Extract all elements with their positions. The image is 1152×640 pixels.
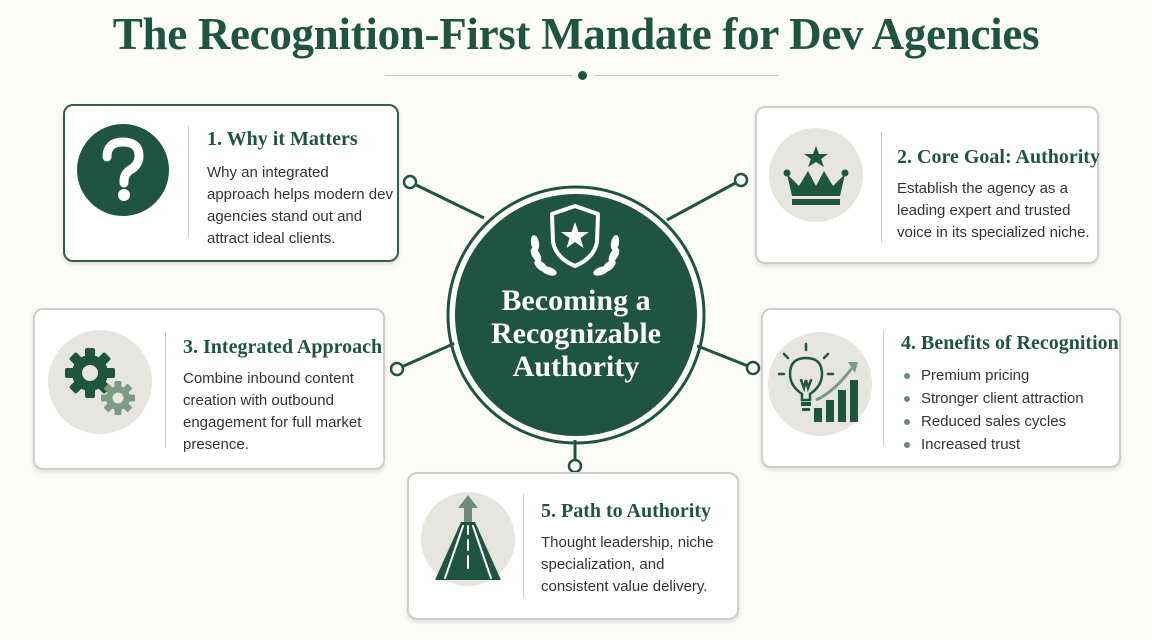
benefits-list: Premium pricing Stronger client attracti… — [901, 364, 1111, 456]
card-title-integrated: 3. Integrated Approach — [183, 336, 383, 358]
title-divider-dot — [578, 71, 587, 80]
connector-node-benefits — [745, 360, 761, 376]
benefit-item: Reduced sales cycles — [901, 410, 1111, 433]
connector-node-integrated — [389, 361, 405, 377]
card-divider — [883, 330, 884, 446]
title-divider-right — [594, 75, 779, 76]
card-integrated-approach: 3. Integrated Approach Combine inbound c… — [33, 308, 385, 470]
card-body-core: Establish the agency as a leading expert… — [897, 180, 1090, 241]
connector-node-core — [733, 172, 749, 188]
shield-star-laurel-icon — [530, 204, 620, 276]
benefit-item: Stronger client attraction — [901, 387, 1111, 410]
benefit-item: Premium pricing — [901, 364, 1111, 387]
card-divider — [188, 126, 189, 238]
hub-ring — [446, 185, 706, 445]
card-title-why: 1. Why it Matters — [207, 128, 358, 150]
card-benefits: 4. Benefits of Recognition Premium prici… — [761, 308, 1121, 468]
card-body-path: Thought leadership, niche specialization… — [541, 534, 714, 595]
hub-label: Becoming a Recognizable Authority — [491, 284, 661, 383]
crown-icon — [769, 128, 863, 222]
card-divider — [165, 332, 166, 448]
question-mark-icon — [77, 124, 169, 216]
card-divider — [523, 494, 524, 598]
lightbulb-growth-icon — [768, 332, 872, 436]
connector-node-why — [402, 174, 418, 190]
card-title-benefits: 4. Benefits of Recognition — [901, 332, 1119, 354]
card-path-to-authority: 5. Path to Authority Thought leadership,… — [407, 472, 739, 620]
card-divider — [881, 132, 882, 242]
card-body-integrated: Combine inbound content creation with ou… — [183, 370, 362, 453]
title-divider-left — [385, 75, 572, 76]
card-title-path: 5. Path to Authority — [541, 500, 711, 522]
card-core-goal: 2. Core Goal: Authority Establish the ag… — [755, 106, 1100, 264]
connector-node-path — [567, 458, 583, 474]
card-body-why: Why an integrated approach helps modern … — [207, 164, 393, 247]
benefit-item: Increased trust — [901, 433, 1111, 456]
card-why-it-matters: 1. Why it Matters Why an integrated appr… — [63, 104, 399, 262]
card-title-core: 2. Core Goal: Authority — [897, 146, 1100, 168]
gears-icon — [48, 330, 152, 434]
road-arrow-icon — [421, 492, 515, 586]
page-title: The Recognition-First Mandate for Dev Ag… — [112, 9, 1040, 59]
hub-circle — [451, 190, 701, 440]
